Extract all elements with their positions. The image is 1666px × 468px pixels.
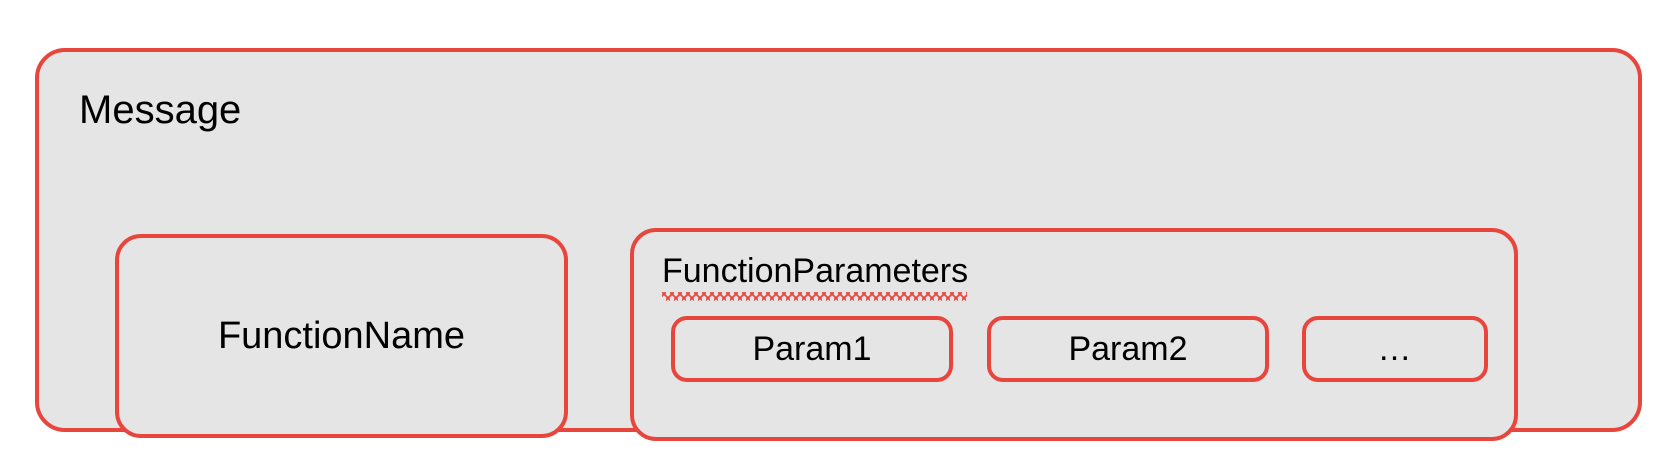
param-box[interactable]: Param1 (671, 316, 953, 382)
param-label: Param1 (752, 330, 872, 368)
function-parameters-box[interactable]: FunctionParameters Param1 Param2 … (630, 228, 1518, 441)
function-parameters-label: FunctionParameters (662, 252, 969, 290)
param-box[interactable]: Param2 (987, 316, 1269, 382)
function-name-box[interactable]: FunctionName (115, 234, 568, 438)
param-label-ellipsis: … (1377, 330, 1413, 368)
spellcheck-squiggle-icon (662, 292, 967, 301)
function-name-label: FunctionName (217, 315, 466, 357)
param-box-ellipsis[interactable]: … (1302, 316, 1488, 382)
param-label: Param2 (1068, 330, 1188, 368)
message-label: Message (79, 88, 242, 132)
message-container[interactable]: Message FunctionName FunctionParameters … (35, 48, 1642, 441)
